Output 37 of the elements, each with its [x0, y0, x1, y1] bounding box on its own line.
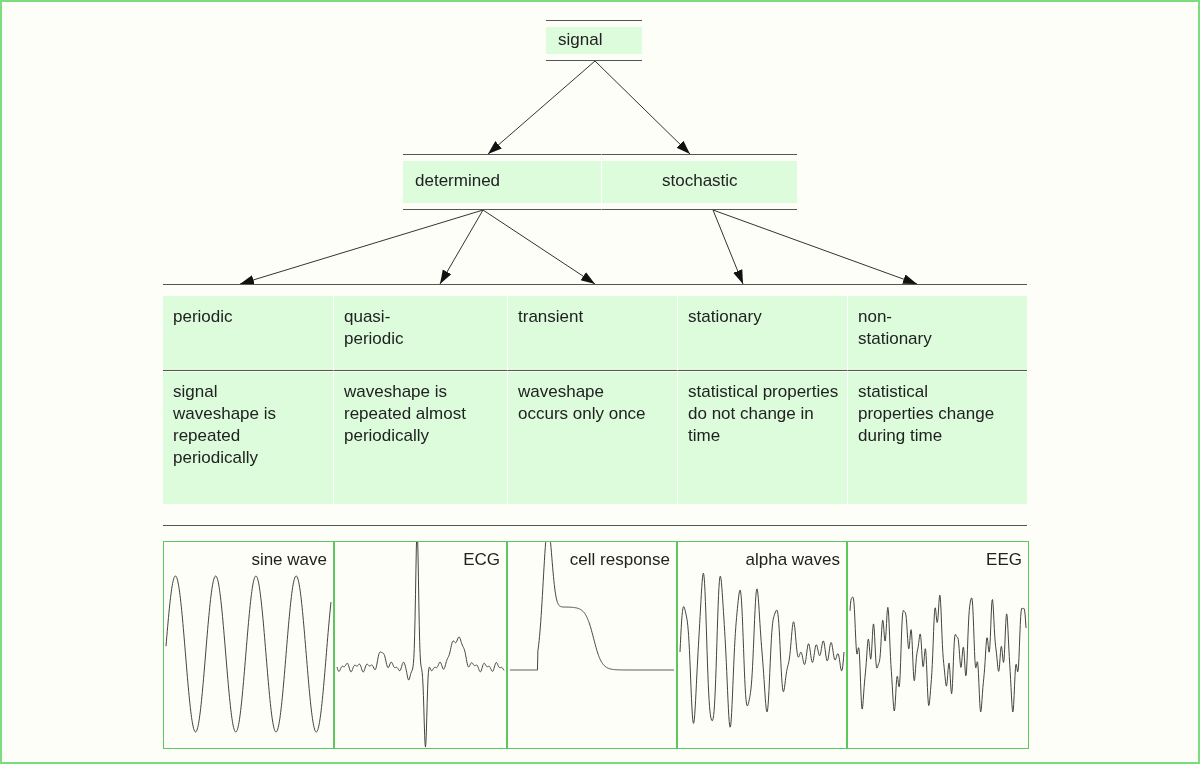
class-name: quasi- periodic [333, 296, 507, 371]
category-label: determined [415, 170, 501, 192]
category-label: signal [558, 29, 603, 51]
class-name: periodic [163, 296, 333, 371]
signal-class-cell [333, 284, 507, 504]
arrow [594, 60, 691, 155]
category-box [546, 20, 642, 61]
class-description: statistical properties change during time [847, 372, 1027, 504]
arrow [482, 209, 596, 285]
arrow [487, 60, 596, 155]
waveform-panel [507, 541, 677, 749]
arrow [712, 209, 918, 285]
class-name: transient [507, 296, 677, 371]
arrow [439, 209, 484, 285]
class-description: waveshape is repeated almost periodically [333, 372, 507, 504]
class-name: stationary [677, 296, 847, 371]
waveform-label: sine wave [251, 549, 327, 571]
waveform-panel [677, 541, 847, 749]
arrow [712, 209, 744, 285]
class-description: signal waveshape is repeated periodically [163, 372, 333, 504]
arrow [239, 209, 484, 285]
category-box [601, 154, 797, 210]
waveform-panel [163, 541, 334, 749]
waveform-label: ECG [463, 549, 500, 571]
signal-class-cell [677, 284, 847, 504]
waveform-label: alpha waves [745, 549, 840, 571]
class-description: statistical properties do not change in time [677, 372, 847, 504]
class-description: waveshape occurs only once [507, 372, 677, 504]
waveform-panel [847, 541, 1029, 749]
signal-class-cell [507, 284, 677, 504]
waveform-label: EEG [986, 549, 1022, 571]
waveform-label: cell response [568, 549, 670, 571]
signal-class-cell [163, 284, 333, 504]
category-box [403, 154, 601, 210]
class-name: non- stationary [847, 296, 1027, 371]
signal-class-cell [847, 284, 1027, 504]
category-label: stochastic [662, 170, 738, 192]
